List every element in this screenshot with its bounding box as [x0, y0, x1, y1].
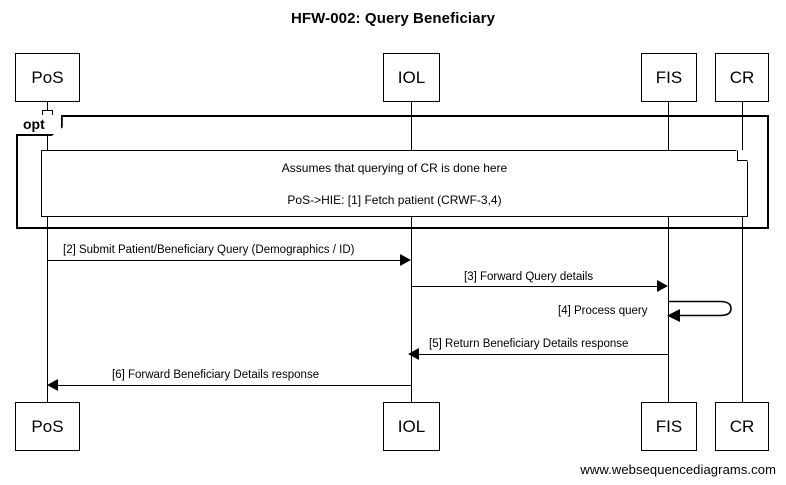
participant-cr-top[interactable]: CR: [715, 53, 769, 102]
participant-pos-top-label: PoS: [31, 68, 64, 87]
message-2-label: [2] Submit Patient/Beneficiary Query (De…: [63, 244, 355, 256]
participant-fis-bottom-label: FIS: [655, 417, 683, 436]
participant-pos-bottom-label: PoS: [31, 417, 64, 436]
note-fold-corner-icon: [737, 150, 748, 161]
lifeline-cr: [742, 102, 743, 407]
message-2-line: [47, 260, 404, 261]
message-4-label: [4] Process query: [558, 305, 648, 317]
participant-pos-top[interactable]: PoS: [15, 53, 80, 102]
fragment-opt-label: opt: [16, 115, 63, 137]
message-5-line: [418, 354, 668, 355]
participant-cr-top-label: CR: [729, 68, 755, 87]
message-6-line: [57, 385, 412, 386]
message-3-line: [411, 286, 661, 287]
participant-cr-bottom[interactable]: CR: [715, 402, 769, 451]
message-2-arrowhead: [400, 254, 411, 266]
message-5-label: [5] Return Beneficiary Details response: [429, 338, 629, 350]
lifeline-iol: [411, 102, 412, 407]
participant-pos-bottom[interactable]: PoS: [15, 402, 80, 451]
message-3-arrowhead: [657, 280, 668, 292]
message-5-arrowhead: [408, 348, 419, 360]
note-box: Assumes that querying of CR is done here…: [41, 150, 748, 217]
participant-iol-top[interactable]: IOL: [383, 53, 440, 102]
lifeline-fis: [668, 102, 669, 407]
footer-watermark: www.websequencediagrams.com: [580, 462, 776, 477]
note-line-1: Assumes that querying of CR is done here: [281, 160, 508, 175]
participant-fis-bottom[interactable]: FIS: [641, 402, 697, 451]
page-title: HFW-002: Query Beneficiary: [290, 10, 496, 27]
participant-iol-bottom-label: IOL: [397, 417, 426, 436]
message-6-arrowhead: [47, 379, 58, 391]
message-3-label: [3] Forward Query details: [464, 271, 594, 283]
participant-iol-bottom[interactable]: IOL: [383, 402, 440, 451]
participant-cr-bottom-label: CR: [729, 417, 755, 436]
participant-fis-top[interactable]: FIS: [641, 53, 697, 102]
fragment-opt: [16, 115, 769, 229]
lifeline-pos: [47, 102, 48, 407]
message-6-label: [6] Forward Beneficiary Details response: [112, 369, 320, 381]
participant-fis-top-label: FIS: [655, 68, 683, 87]
note-line-2: PoS->HIE: [1] Fetch patient (CRWF-3,4): [287, 192, 502, 207]
message-4-selfloop: [667, 300, 732, 322]
participant-iol-top-label: IOL: [397, 68, 426, 87]
